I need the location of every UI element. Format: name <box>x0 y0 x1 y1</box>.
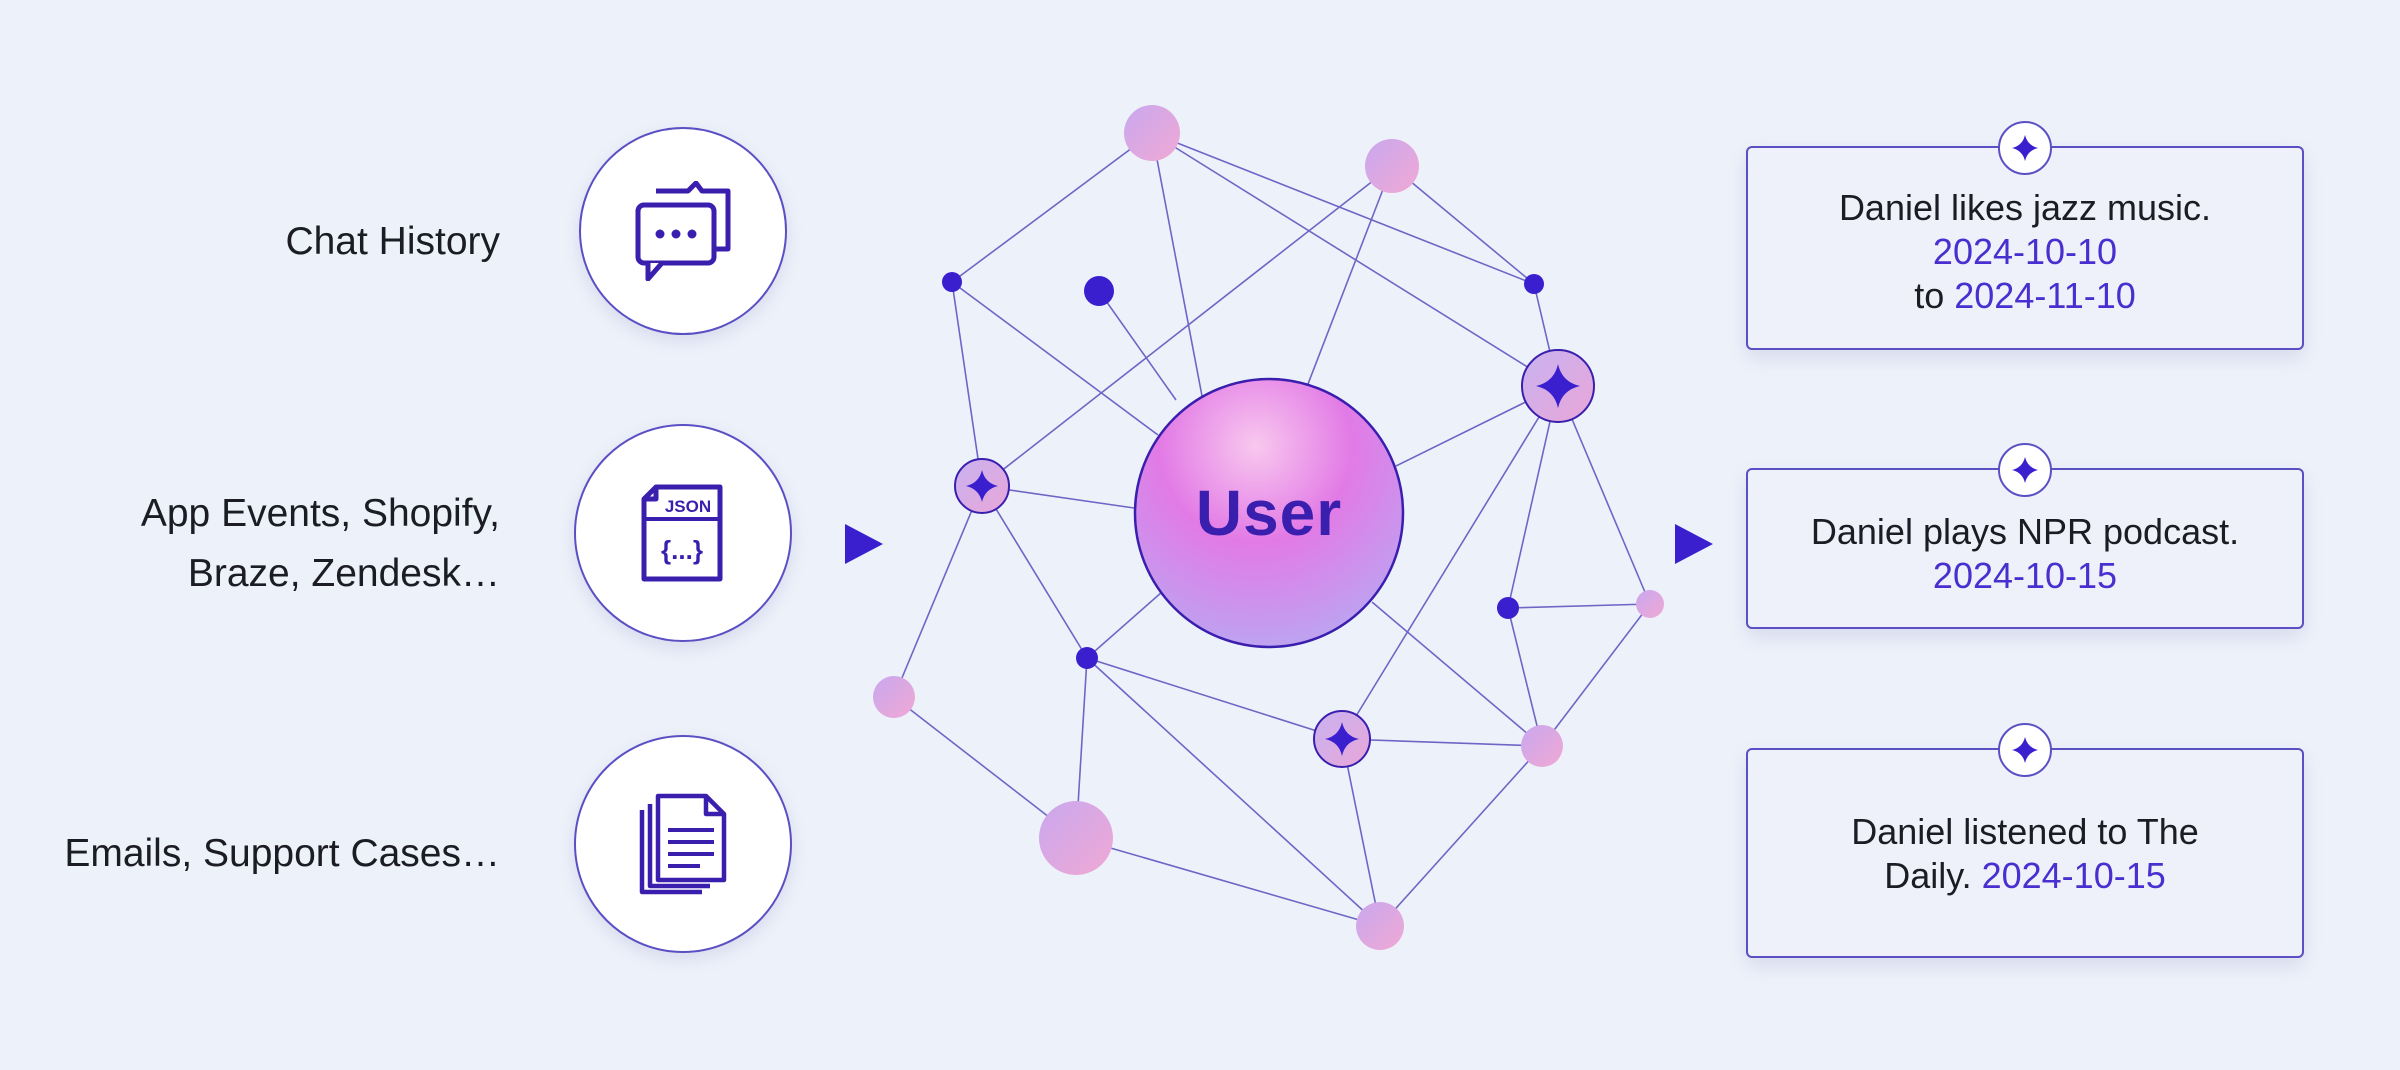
fact-line: Daniel listened to The <box>1748 810 2302 854</box>
card-badge <box>1998 723 2052 777</box>
graph-edge <box>951 281 983 487</box>
graph-edge <box>1098 290 1177 401</box>
graph-edge <box>1507 603 1651 609</box>
card-badge <box>1998 121 2052 175</box>
sparkle-icon <box>2012 737 2038 763</box>
card-badge <box>1998 443 2052 497</box>
documents-stack-icon <box>639 793 727 895</box>
graph-edge <box>1379 745 1543 927</box>
fact-card: Daniel likes jazz music. 2024-10-10 to 2… <box>1746 121 2304 350</box>
graph-edge <box>893 485 983 698</box>
app-events-source: JSON {...} <box>574 424 792 642</box>
chat-bubbles-icon <box>635 181 731 281</box>
graph-edge <box>1151 132 1559 387</box>
sparkle-icon <box>966 470 998 502</box>
user-node <box>1133 377 1405 649</box>
fact-text: Daniel listened to The <box>1851 811 2199 852</box>
graph-edge <box>951 281 1159 436</box>
fact-card: Daniel plays NPR podcast. 2024-10-15 <box>1746 443 2304 629</box>
arrow-right-icon <box>845 524 883 564</box>
fact-date: 2024-10-10 <box>1932 231 2118 272</box>
svg-text:JSON: JSON <box>665 497 711 516</box>
sparkle-icon <box>1536 364 1580 408</box>
emails-source <box>574 735 792 953</box>
chat-history-source <box>579 127 787 335</box>
sparkle-icon <box>2012 457 2038 483</box>
graph-edge <box>893 696 1077 839</box>
graph-node-dot <box>1076 647 1098 669</box>
source-label-line: Chat History <box>285 220 500 263</box>
fact-line: Daniel plays NPR podcast. <box>1748 510 2302 554</box>
json-file-icon: JSON {...} <box>641 484 723 582</box>
fact-text: Daniel likes jazz music. <box>1838 187 2212 228</box>
fact-date: 2024-11-10 <box>1954 275 2136 316</box>
fact-text: Daily. <box>1884 855 1982 896</box>
graph-edge <box>1391 165 1535 285</box>
graph-node-dot <box>1524 274 1544 294</box>
graph-node-bubble <box>1039 801 1113 875</box>
fact-text: to <box>1914 275 1955 316</box>
fact-line: Daily. 2024-10-15 <box>1748 854 2302 898</box>
graph-node-star <box>1313 710 1371 768</box>
graph-edge <box>951 132 1153 283</box>
arrow-right-icon <box>1675 524 1713 564</box>
graph-node-bubble <box>1356 902 1404 950</box>
fact-date: 2024-10-15 <box>1932 555 2118 596</box>
graph-node-dot <box>1084 276 1114 306</box>
graph-edge <box>1557 385 1651 605</box>
fact-text: Daniel plays NPR podcast. <box>1810 511 2240 552</box>
graph-node-bubble <box>1636 590 1664 618</box>
source-label-chat-history: Chat History <box>285 212 500 272</box>
graph-edge <box>1307 165 1393 385</box>
sparkle-icon <box>1325 722 1359 756</box>
graph-edge <box>1371 601 1543 747</box>
graph-edge <box>1151 132 1535 285</box>
graph-edge <box>1541 603 1651 747</box>
source-label-line: Braze, Zendesk… <box>187 552 500 595</box>
fact-card: Daniel listened to The Daily. 2024-10-15 <box>1746 723 2304 958</box>
fact-line: 2024-10-10 <box>1748 230 2302 274</box>
user-node-label: User <box>1195 477 1343 549</box>
graph-node-star <box>1521 349 1595 423</box>
graph-node-star <box>954 458 1010 514</box>
fact-date: 2024-10-15 <box>1981 855 2166 896</box>
graph-edge <box>1341 738 1543 747</box>
graph-edge <box>981 165 1393 487</box>
fact-line: Daniel likes jazz music. <box>1748 186 2302 230</box>
graph-edge <box>1086 591 1163 659</box>
graph-node-bubble <box>1521 725 1563 767</box>
svg-text:{...}: {...} <box>661 535 703 565</box>
graph-node-bubble <box>1365 139 1419 193</box>
graph-edge <box>1086 657 1343 740</box>
graph-edge <box>1507 607 1543 747</box>
fact-line: to 2024-11-10 <box>1748 274 2302 318</box>
graph-edge <box>1341 385 1559 740</box>
graph-edge <box>1341 738 1381 927</box>
graph-node-dot <box>1497 597 1519 619</box>
source-label-line: Emails, Support Cases… <box>64 832 500 875</box>
graph-edges <box>893 132 1651 927</box>
source-label-line: App Events, Shopify, <box>140 492 500 535</box>
graph-edge <box>1507 385 1559 609</box>
graph-node-dot <box>942 272 962 292</box>
source-label-emails: Emails, Support Cases… <box>64 824 500 884</box>
fact-line: 2024-10-15 <box>1748 554 2302 598</box>
source-label-app-events: App Events, Shopify, Braze, Zendesk… <box>141 484 500 604</box>
graph-edge <box>1075 837 1381 927</box>
graph-node-bubble <box>873 676 915 718</box>
sparkle-icon <box>2012 135 2038 161</box>
graph-node-bubble <box>1124 105 1180 161</box>
graph-edge <box>981 485 1088 659</box>
graph-edge <box>1086 657 1381 927</box>
graph-edge <box>1151 132 1203 397</box>
